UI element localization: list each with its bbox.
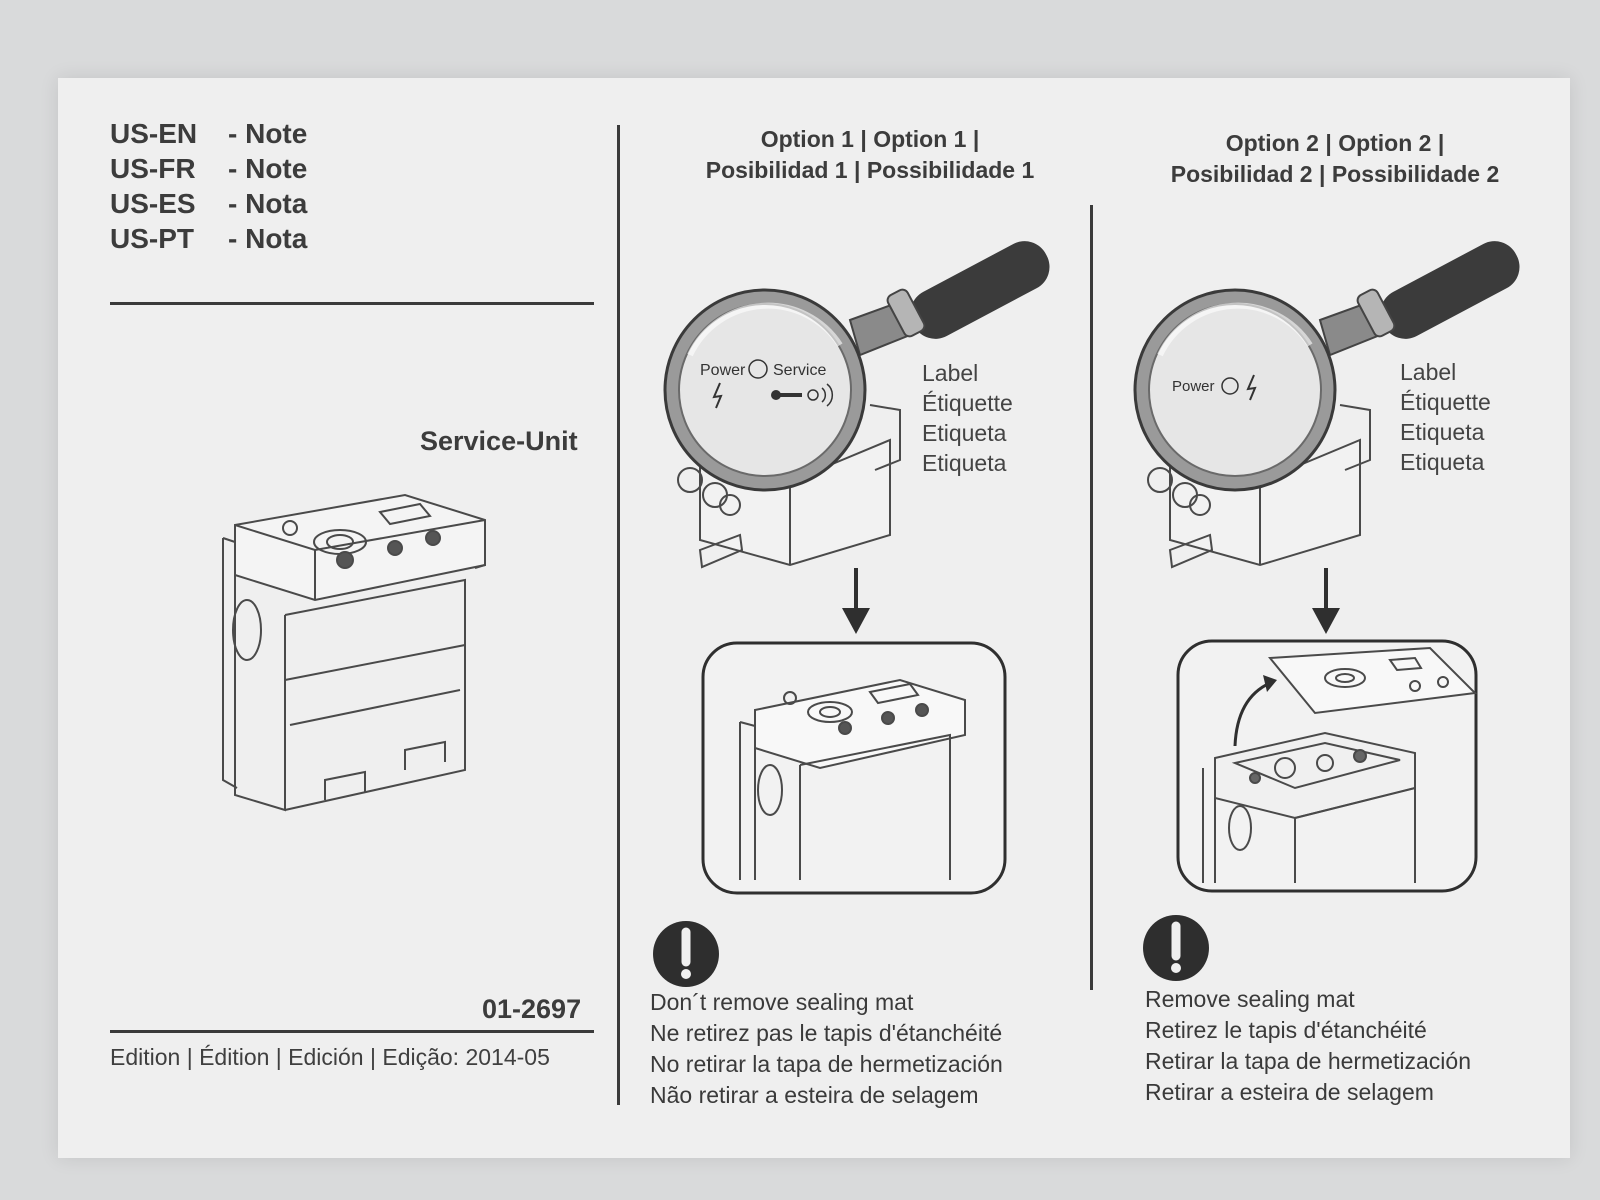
warning-exclamation-icon — [653, 921, 719, 987]
option2-power-label: Power — [1172, 378, 1215, 395]
option1-title-line2: Posibilidad 1 | Possibilidade 1 — [705, 157, 1035, 183]
curved-arrow-icon — [1233, 675, 1277, 747]
column-separator-right — [1090, 205, 1093, 990]
option1-label-list: Label Étiquette Etiqueta Etiqueta — [922, 358, 1013, 478]
power-indicator-icon — [748, 359, 768, 379]
down-arrow-icon — [842, 568, 870, 634]
language-code: US-ES — [110, 188, 196, 219]
option1-closeup-illustration — [701, 641, 1007, 895]
note-line: Remove sealing mat — [1145, 986, 1355, 1012]
column-separator-left — [617, 125, 620, 1105]
edition-line: Edition | Édition | Edición | Edição: 20… — [110, 1044, 550, 1070]
label-term: Etiqueta — [1400, 419, 1485, 445]
option2-magnifier-illustration: Power — [1133, 241, 1520, 569]
option1-note: Don´t remove sealing mat Ne retirez pas … — [650, 987, 1003, 1111]
note-line: Ne retirez pas le tapis d'étanchéité — [650, 1020, 1003, 1046]
language-word: - Nota — [228, 223, 308, 254]
language-row-pt: US-PT - Nota — [110, 223, 307, 255]
label-term: Étiquette — [922, 390, 1013, 416]
signal-icon — [807, 383, 834, 407]
language-word: - Note — [228, 118, 308, 149]
language-row-en: US-EN - Note — [110, 118, 307, 150]
language-code: US-PT — [110, 223, 194, 254]
option1-power-label: Power — [700, 362, 746, 379]
note-line: Don´t remove sealing mat — [650, 989, 914, 1015]
option1-title-line1: Option 1 | Option 1 | — [760, 126, 980, 152]
label-term: Label — [922, 360, 979, 386]
language-code: US-FR — [110, 153, 196, 184]
option1-magnifier-illustration: Power Service — [663, 241, 1050, 569]
lightning-icon — [712, 382, 723, 409]
document-number: 01-2697 — [482, 994, 582, 1024]
label-term: Étiquette — [1400, 389, 1491, 415]
service-unit-illustration — [222, 493, 486, 812]
note-line: Retirar la tapa de hermetización — [1145, 1048, 1471, 1074]
language-word: - Note — [228, 153, 308, 184]
language-code: US-EN — [110, 118, 198, 149]
service-unit-title: Service-Unit — [420, 426, 578, 456]
label-term: Etiqueta — [922, 450, 1007, 476]
note-line: No retirar la tapa de hermetización — [650, 1051, 1003, 1077]
option2-title-line2: Posibilidad 2 | Possibilidade 2 — [1170, 161, 1500, 187]
label-term: Etiqueta — [1400, 449, 1485, 475]
note-line: Retirar a esteira de selagem — [1145, 1079, 1434, 1105]
language-word: - Nota — [228, 188, 308, 219]
power-indicator-icon — [1221, 377, 1239, 395]
language-row-fr: US-FR - Note — [110, 153, 307, 185]
wrench-icon — [771, 390, 802, 400]
warning-exclamation-icon — [1143, 915, 1209, 981]
option2-title: Option 2 | Option 2 | Posibilidad 2 | Po… — [1135, 128, 1535, 190]
label-term: Etiqueta — [922, 420, 1007, 446]
top-divider — [110, 302, 594, 305]
lightning-icon — [1246, 374, 1257, 401]
bottom-divider — [110, 1030, 594, 1033]
option1-title: Option 1 | Option 1 | Posibilidad 1 | Po… — [680, 124, 1060, 186]
option2-closeup-illustration — [1176, 639, 1478, 893]
label-term: Label — [1400, 359, 1457, 385]
note-line: Não retirar a esteira de selagem — [650, 1082, 979, 1108]
note-line: Retirez le tapis d'étanchéité — [1145, 1017, 1427, 1043]
option2-title-line1: Option 2 | Option 2 | — [1225, 130, 1445, 156]
down-arrow-icon — [1312, 568, 1340, 634]
language-row-es: US-ES - Nota — [110, 188, 307, 220]
option2-label-list: Label Étiquette Etiqueta Etiqueta — [1400, 357, 1491, 477]
option1-service-label: Service — [773, 362, 826, 379]
option2-note: Remove sealing mat Retirez le tapis d'ét… — [1145, 984, 1471, 1108]
